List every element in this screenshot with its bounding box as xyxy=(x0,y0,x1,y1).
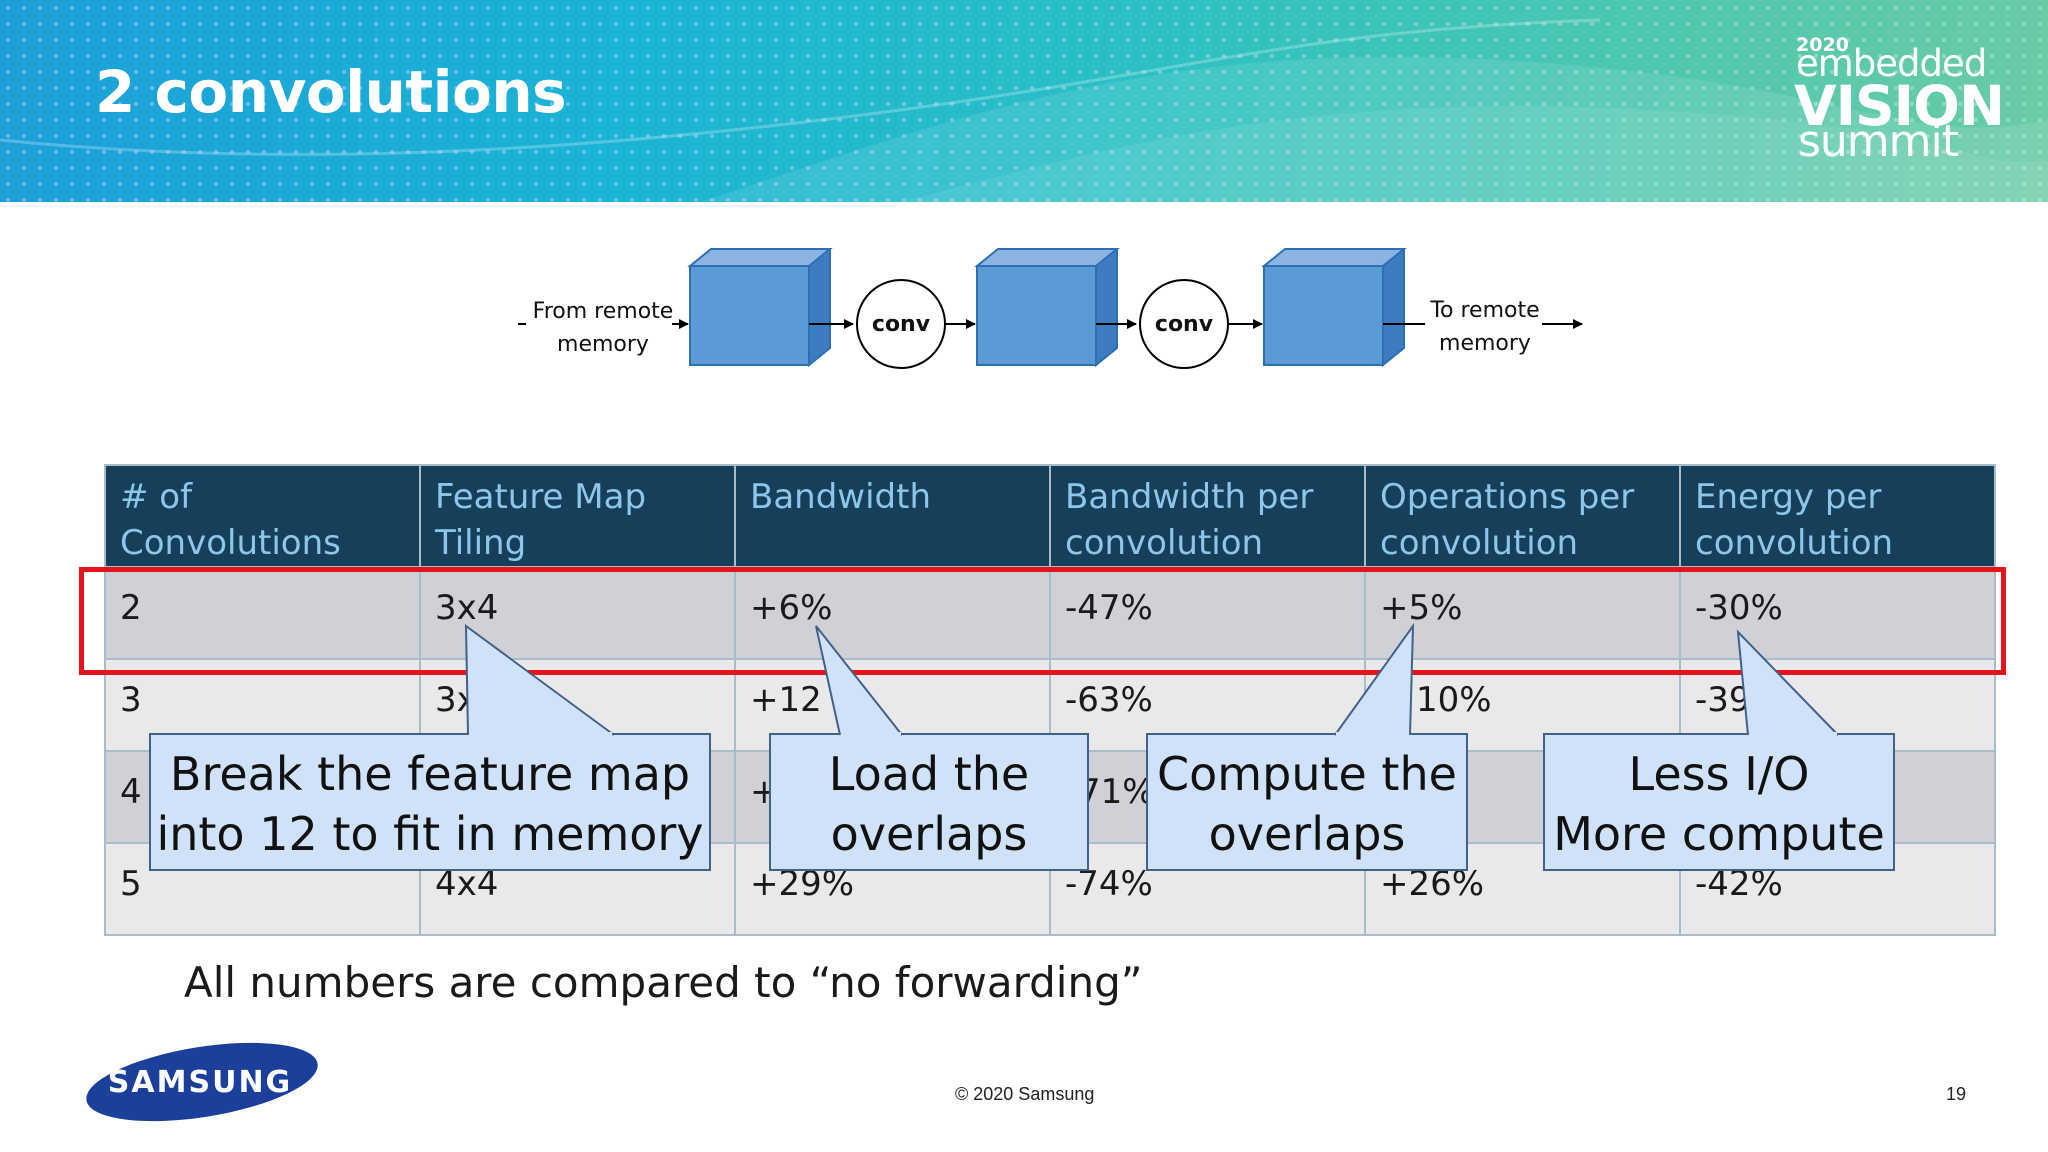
column-header: Operations per convolution xyxy=(1364,464,1681,568)
convolution-pipeline-diagram: From remote memory conv co xyxy=(500,246,1600,398)
callout-text-line2: More compute xyxy=(1553,807,1885,861)
feature-map-box-3 xyxy=(1261,246,1407,368)
feature-map-box-2 xyxy=(974,246,1120,368)
slide-title: 2 convolutions xyxy=(95,58,567,126)
input-label-line1: From remote xyxy=(533,299,674,324)
callout-text-line2: overlaps xyxy=(830,807,1028,861)
conv-label-1: conv xyxy=(872,312,931,337)
copyright-text: © 2020 Samsung xyxy=(955,1084,1095,1104)
table-header-row: # of Convolutions Feature Map Tiling Ban… xyxy=(104,464,1996,568)
column-header: # of Convolutions xyxy=(104,464,421,568)
callout-break-feature-map: Break the feature map into 12 to fit in … xyxy=(148,622,712,872)
footnote: All numbers are compared to “no forwardi… xyxy=(184,958,1143,1007)
table-cell: +6% xyxy=(734,566,1051,660)
callout-compute-overlaps: Compute the overlaps xyxy=(1145,622,1469,872)
feature-map-box-1 xyxy=(687,246,833,368)
output-label-line1: To remote xyxy=(1429,298,1539,323)
samsung-logo: SAMSUNG xyxy=(82,1040,322,1126)
logo-line-embedded: embedded xyxy=(1796,42,1987,85)
logo-line-summit: summit xyxy=(1798,116,1959,167)
header-banner: 2 convolutions 2020 embedded VISION summ… xyxy=(0,0,2048,202)
callout-text-line1: Break the feature map xyxy=(169,747,691,801)
embedded-vision-summit-logo: 2020 embedded VISION summit xyxy=(1792,34,2005,167)
callout-load-overlaps: Load the overlaps xyxy=(768,622,1090,872)
table-cell: -30% xyxy=(1679,566,1996,660)
callout-text-line1: Compute the xyxy=(1157,747,1457,801)
column-header: Feature Map Tiling xyxy=(419,464,736,568)
output-label-line2: memory xyxy=(1439,331,1531,356)
column-header: Bandwidth per convolution xyxy=(1049,464,1366,568)
logo-year: 2020 xyxy=(1796,34,1849,56)
page-number: 19 xyxy=(1946,1084,1967,1104)
conv-label-2: conv xyxy=(1155,312,1214,337)
callout-less-io: Less I/O More compute xyxy=(1542,622,1896,872)
callout-text-line2: into 12 to fit in memory xyxy=(156,807,704,861)
samsung-wordmark: SAMSUNG xyxy=(108,1065,292,1100)
column-header: Bandwidth xyxy=(734,464,1051,568)
callout-text-line1: Load the xyxy=(828,747,1030,801)
callout-text-line1: Less I/O xyxy=(1628,747,1810,801)
input-label-line2: memory xyxy=(557,332,649,357)
callout-text-line2: overlaps xyxy=(1208,807,1406,861)
column-header: Energy per convolution xyxy=(1679,464,1996,568)
highlight-box xyxy=(79,567,2006,675)
banner-wave-graphic xyxy=(0,18,2048,202)
logo-line-vision: VISION xyxy=(1794,74,2005,138)
table-cell: 2 xyxy=(104,566,421,660)
banner-dot-pattern xyxy=(0,0,2048,202)
table-cell: -47% xyxy=(1049,566,1366,660)
